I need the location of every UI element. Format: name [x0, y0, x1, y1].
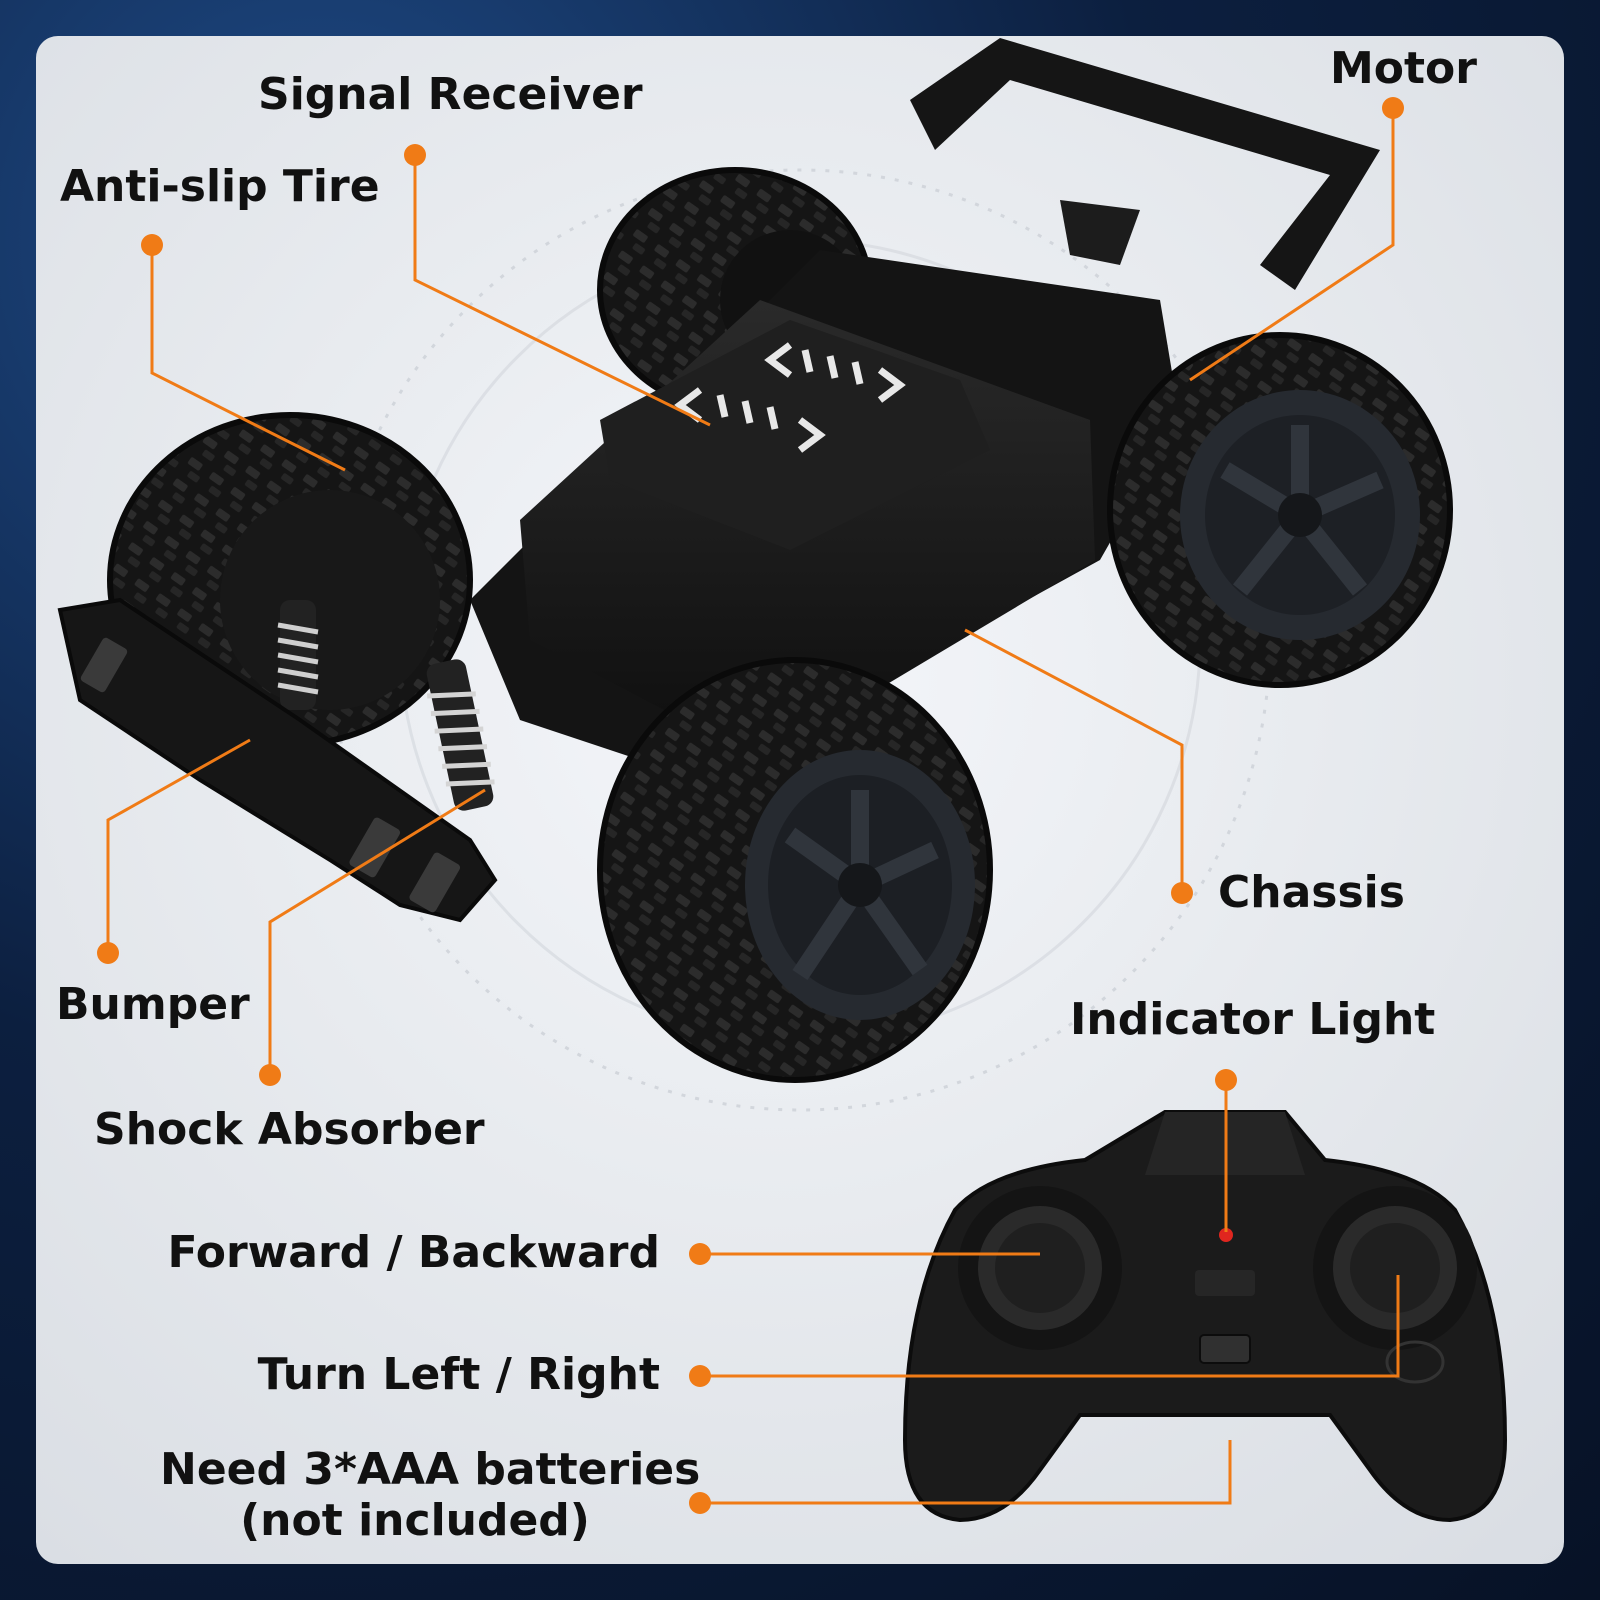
callout-dots — [97, 97, 1404, 1514]
label-batteries-line1: Need 3*AAA batteries — [160, 1444, 701, 1495]
label-indicator-light: Indicator Light — [1070, 994, 1436, 1045]
rc-car — [57, 38, 1453, 1083]
label-chassis: Chassis — [1218, 867, 1405, 918]
label-motor: Motor — [1330, 43, 1477, 94]
label-batteries-line2: (not included) — [240, 1494, 590, 1546]
rear-right-tire — [1107, 332, 1453, 688]
label-bumper: Bumper — [56, 979, 250, 1030]
label-signal-receiver: Signal Receiver — [258, 69, 643, 120]
shock-absorbers — [277, 600, 495, 811]
label-anti-slip-tire: Anti-slip Tire — [60, 161, 380, 212]
label-turn-left-right: Turn Left / Right — [257, 1349, 660, 1400]
right-joystick — [1313, 1186, 1477, 1350]
front-right-tire — [597, 657, 993, 1083]
label-forward-backward: Forward / Backward — [167, 1227, 660, 1278]
power-switch — [1199, 1334, 1251, 1364]
left-joystick — [958, 1186, 1122, 1350]
remote-controller — [902, 1110, 1508, 1523]
callout-lines — [106, 108, 1400, 1505]
label-shock-absorber: Shock Absorber — [94, 1104, 485, 1155]
indicator-led — [1219, 1228, 1233, 1242]
spoiler — [910, 38, 1380, 290]
label-batteries: Need 3*AAA batteries (not included) — [160, 1444, 701, 1546]
